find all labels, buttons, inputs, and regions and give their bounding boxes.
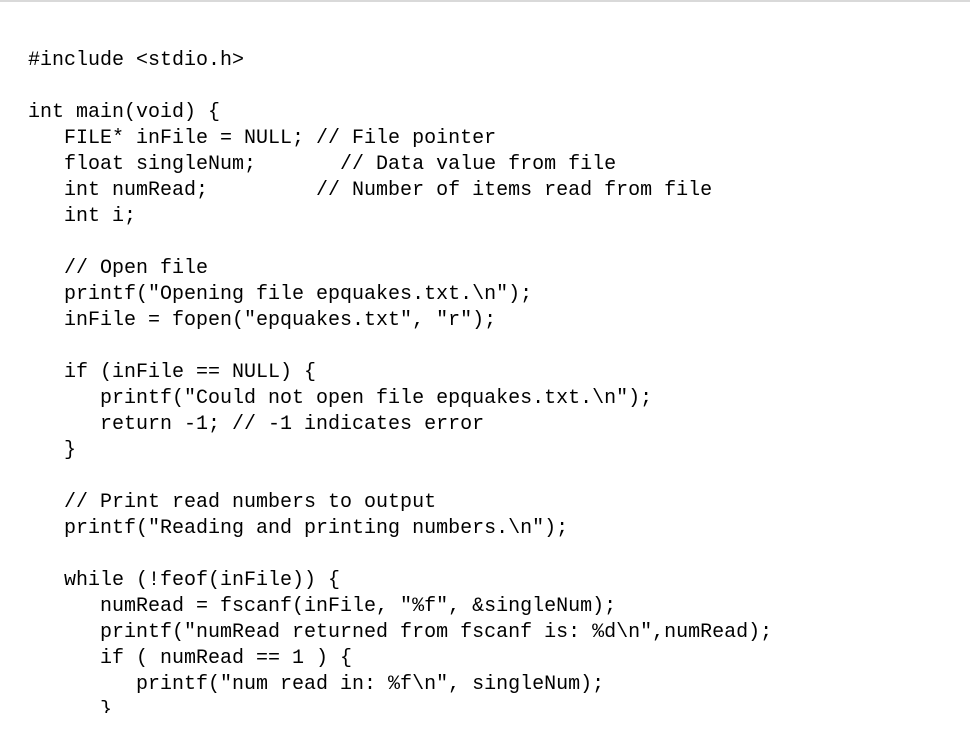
code-line-1: #include <stdio.h> (28, 49, 245, 72)
code-line-9: // Open file (28, 257, 209, 280)
code-line-8 (28, 230, 958, 256)
code-line-23: printf("numRead returned from fscanf is:… (28, 621, 773, 644)
code-line-6: int numRead; // Number of items read fro… (28, 179, 713, 202)
code-line-24: if ( numRead == 1 ) { (28, 647, 353, 670)
code-line-19: printf("Reading and printing numbers.\n"… (28, 517, 569, 540)
code-line-7: int i; (28, 205, 137, 228)
code-line-18: // Print read numbers to output (28, 491, 437, 514)
code-line-12 (28, 334, 958, 360)
code-line-15: return -1; // -1 indicates error (28, 413, 485, 436)
code-line-10: printf("Opening file epquakes.txt.\n"); (28, 283, 533, 306)
code-line-22: numRead = fscanf(inFile, "%f", &singleNu… (28, 595, 617, 618)
code-line-16: } (28, 439, 77, 462)
code-line-17 (28, 464, 958, 490)
code-line-26: } (28, 699, 113, 713)
code-line-21: while (!feof(inFile)) { (28, 569, 341, 592)
code-line-14: printf("Could not open file epquakes.txt… (28, 387, 653, 410)
code-listing: #include <stdio.h> int main(void) { FILE… (28, 48, 958, 713)
code-line-13: if (inFile == NULL) { (28, 361, 317, 384)
code-line-3: int main(void) { (28, 101, 221, 124)
top-divider (0, 0, 970, 2)
code-line-5: float singleNum; // Data value from file (28, 153, 617, 176)
code-line-2 (28, 74, 958, 100)
code-line-4: FILE* inFile = NULL; // File pointer (28, 127, 497, 150)
code-line-25: printf("num read in: %f\n", singleNum); (28, 673, 605, 696)
code-line-11: inFile = fopen("epquakes.txt", "r"); (28, 309, 497, 332)
code-line-20 (28, 542, 958, 568)
